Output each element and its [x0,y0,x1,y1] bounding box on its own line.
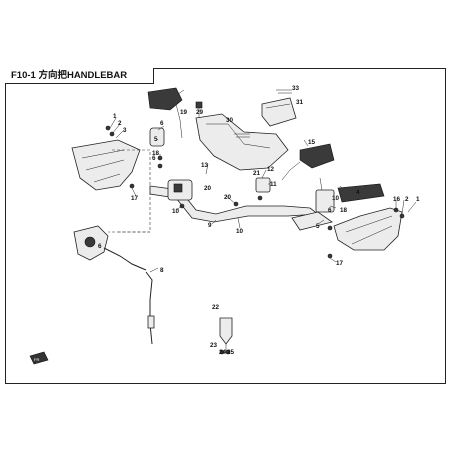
callout-5: 5 [154,136,158,143]
callout-18: 18 [340,207,348,214]
callout-11: 11 [270,181,277,188]
right-hand-guard [333,207,403,251]
bolt-22-assembly [219,317,233,345]
callout-2: 2 [118,120,122,127]
callout-1: 1 [416,196,420,203]
callout-6: 6 [328,207,332,214]
callout-15: 15 [308,139,316,146]
callout-31: 31 [296,99,304,106]
callout-9: 9 [208,222,212,229]
callout-16: 16 [393,196,401,203]
callout-8: 8 [160,267,164,274]
callout-30: 30 [226,117,234,124]
svg-text:FR: FR [34,357,39,362]
left-mirror-mount [149,127,165,147]
right-grip [337,183,385,203]
right-lever [291,211,333,231]
handlebar-top-cap [261,97,297,127]
callout-6: 6 [152,155,156,162]
callout-13: 13 [201,162,209,169]
callout-10: 10 [236,228,244,235]
center-clamp [255,177,271,193]
callout-5: 5 [316,223,320,230]
callout-1: 1 [113,113,117,120]
callout-6: 6 [98,243,102,250]
callout-25: 25 [227,349,235,356]
callout-18: 18 [152,150,160,157]
callout-17: 17 [131,195,139,202]
callout-10: 10 [332,195,340,202]
callout-20: 20 [224,194,232,201]
callout-3: 3 [123,127,127,134]
callout-labels: 1 1 2 2 3 4 5 5 6 6 6 6 8 9 10 10 10 11 … [98,85,420,356]
bolt-19 [195,101,203,109]
callout-10: 10 [172,208,180,215]
left-hand-guard [71,139,141,191]
callout-2: 2 [405,196,409,203]
callout-17: 17 [336,260,344,267]
diagram-frame [5,68,446,384]
callout-21: 21 [253,170,261,177]
callout-24: 24 [219,349,227,356]
right-mirror [299,143,335,169]
callout-20: 20 [204,185,212,192]
callout-33: 33 [292,85,300,92]
diagram-title: F10-1 方向把HANDLEBAR [5,68,154,84]
throttle-cable [145,271,153,345]
handlebar-cover [195,113,289,171]
front-direction-icon: FR [29,351,49,365]
callout-22: 22 [212,304,220,311]
callout-19: 19 [180,109,188,116]
callout-4: 4 [356,189,360,196]
right-switch [315,189,335,213]
callout-29: 29 [196,109,204,116]
callout-12: 12 [267,166,275,173]
callout-6: 6 [160,120,164,127]
callout-23: 23 [210,342,218,349]
